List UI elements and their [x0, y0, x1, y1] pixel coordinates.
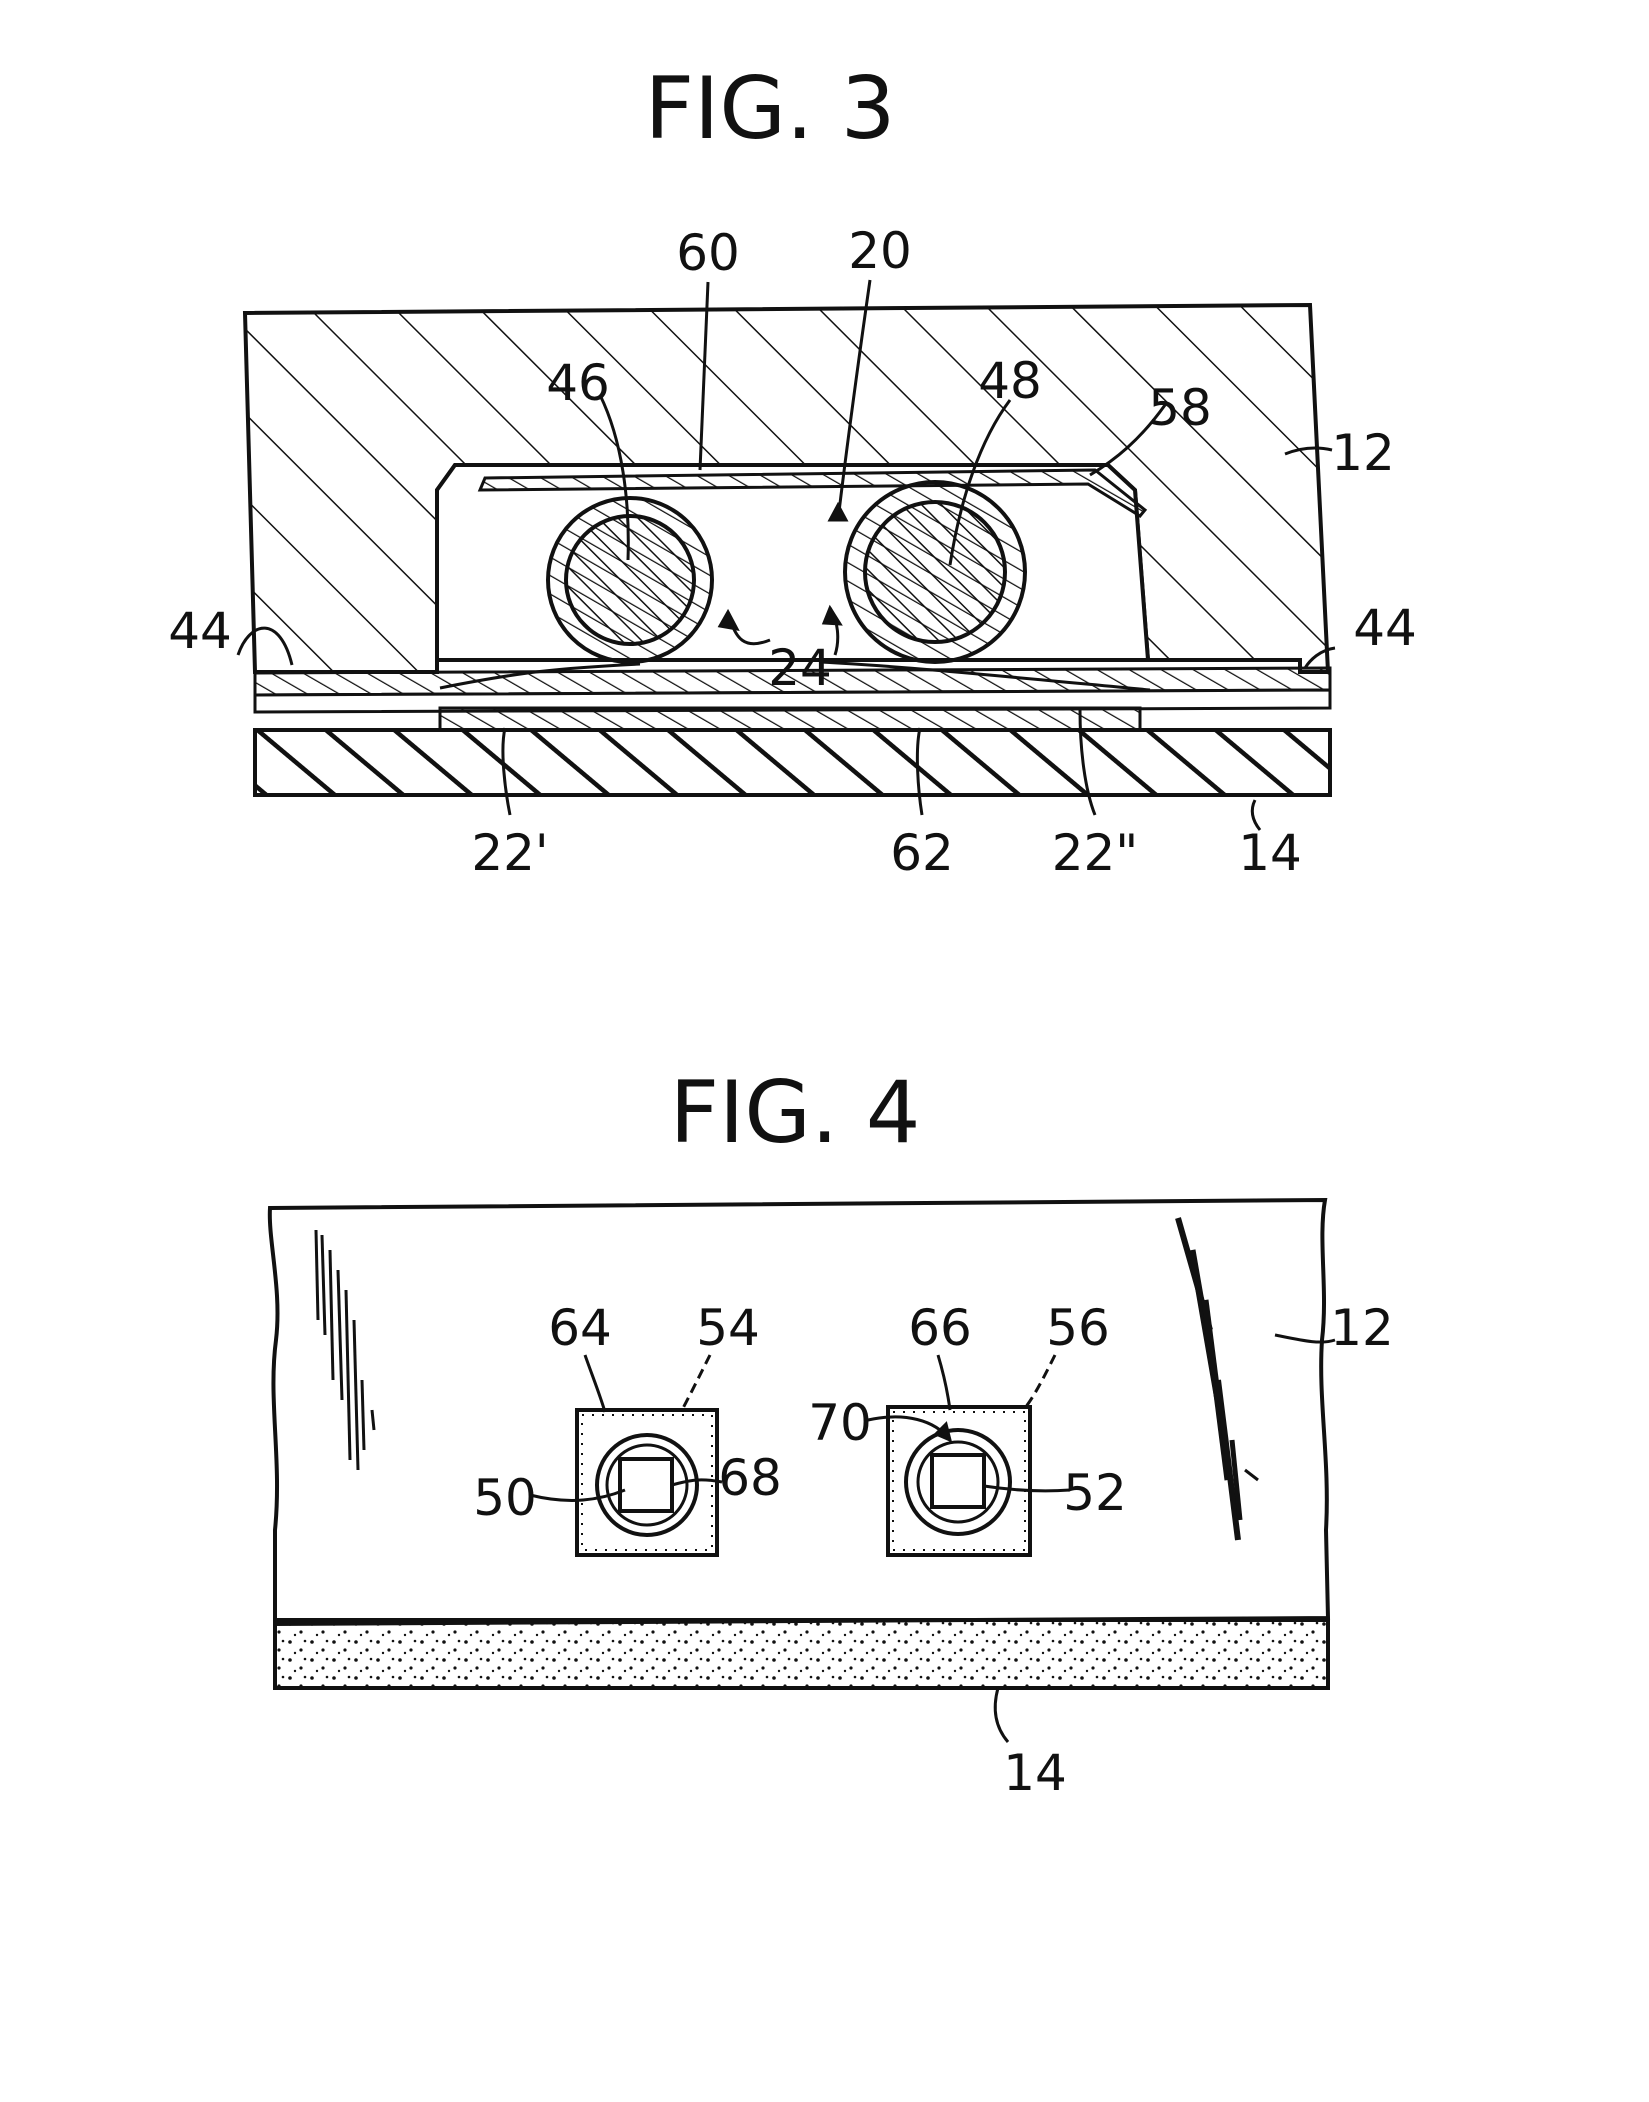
- label-64: 64: [548, 1299, 612, 1357]
- label-12: 12: [1331, 424, 1395, 482]
- label-58: 58: [1148, 379, 1212, 437]
- label-46: 46: [546, 354, 610, 412]
- label-48: 48: [978, 352, 1042, 410]
- figure-3-title: FIG. 3: [645, 59, 896, 159]
- label-56: 56: [1046, 1299, 1110, 1357]
- label-24: 24: [768, 639, 832, 697]
- housing-12-top-view: [270, 1200, 1328, 1624]
- figure-4-title: FIG. 4: [670, 1063, 921, 1163]
- figure-3: FIG. 3: [168, 59, 1417, 882]
- conductor-46: [548, 498, 712, 662]
- label-20: 20: [848, 222, 912, 280]
- label-54: 54: [696, 1299, 760, 1357]
- component-window-56: [888, 1407, 1030, 1555]
- label-68: 68: [718, 1449, 782, 1507]
- conductor-48: [845, 482, 1025, 662]
- contact-layer-62: [440, 708, 1140, 730]
- label-12-fig4: 12: [1330, 1299, 1394, 1357]
- label-52: 52: [1063, 1464, 1127, 1522]
- label-44-left: 44: [168, 602, 232, 660]
- label-70: 70: [808, 1394, 872, 1452]
- label-22-prime: 22': [471, 824, 548, 882]
- cavity: [437, 465, 1148, 660]
- component-window-54: [577, 1410, 717, 1555]
- label-66: 66: [908, 1299, 972, 1357]
- label-14-fig4: 14: [1003, 1744, 1067, 1802]
- label-62: 62: [890, 824, 954, 882]
- label-14: 14: [1238, 824, 1302, 882]
- label-50: 50: [473, 1469, 537, 1527]
- base-plate-14: [255, 730, 1330, 795]
- figure-4: FIG. 4: [270, 1063, 1394, 1802]
- label-60: 60: [676, 224, 740, 282]
- label-44-right: 44: [1353, 599, 1417, 657]
- label-22-double-prime: 22": [1052, 824, 1139, 882]
- base-plate-14-top-view: [275, 1620, 1328, 1688]
